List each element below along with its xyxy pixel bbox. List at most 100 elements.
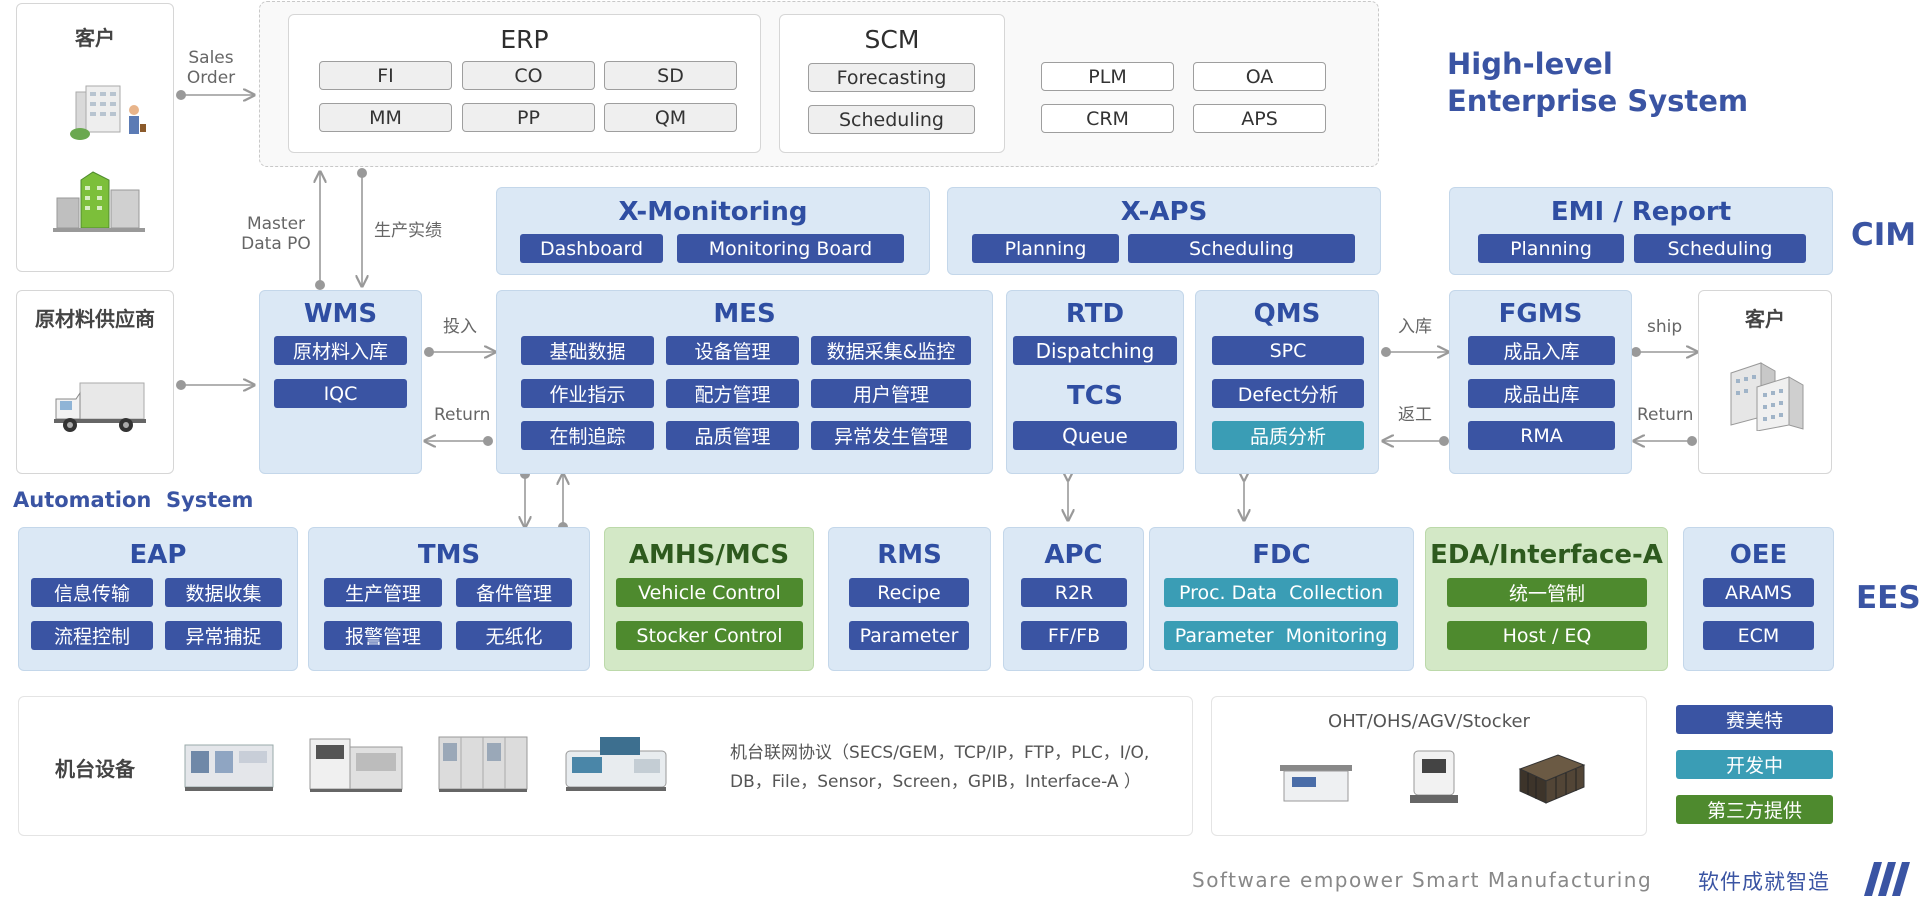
- office-building-icon: [70, 85, 146, 140]
- apc-title: APC: [1044, 540, 1103, 570]
- scm-title: SCM: [864, 25, 920, 54]
- x-monitoring-dashboard[interactable]: Dashboard: [520, 234, 663, 263]
- mes-equipment-mgmt[interactable]: 设备管理: [666, 336, 799, 365]
- wms-title: WMS: [303, 299, 378, 329]
- erp-module-sd[interactable]: SD: [604, 61, 737, 90]
- rtd-dispatching[interactable]: Dispatching: [1013, 336, 1177, 365]
- wms-box: WMS 原材料入库 IQC: [259, 290, 422, 474]
- eda-host-eq[interactable]: Host / EQ: [1447, 621, 1647, 650]
- amhs-stocker-control[interactable]: Stocker Control: [616, 621, 803, 650]
- automation-system-label: Automation System: [13, 488, 254, 512]
- mes-basic-data[interactable]: 基础数据: [521, 336, 654, 365]
- erp-module-fi[interactable]: FI: [319, 61, 452, 90]
- machine-4-icon: [565, 737, 667, 791]
- tms-box: TMS 生产管理 备件管理 报警管理 无纸化: [308, 527, 590, 671]
- scm-forecasting[interactable]: Forecasting: [808, 63, 975, 92]
- tms-alarm-mgmt[interactable]: 报警管理: [324, 621, 442, 650]
- erp-box: ERP FI CO SD MM PP QM: [288, 14, 761, 153]
- wms-iqc[interactable]: IQC: [274, 379, 407, 408]
- aps-box[interactable]: APS: [1193, 104, 1326, 133]
- crm-box[interactable]: CRM: [1041, 104, 1174, 133]
- oht-icon: [1280, 765, 1352, 802]
- x-monitoring-title: X-Monitoring: [618, 197, 808, 227]
- qms-spc[interactable]: SPC: [1212, 336, 1364, 365]
- transport-box: OHT/OHS/AGV/Stocker: [1211, 696, 1647, 836]
- qms-defect-analysis[interactable]: Defect分析: [1212, 379, 1364, 408]
- equipment-title: 机台设备: [55, 757, 135, 781]
- qms-quality-analysis[interactable]: 品质分析: [1212, 421, 1364, 450]
- emi-report-box: EMI / Report Planning Scheduling: [1449, 187, 1833, 275]
- rework-label: 返工: [1398, 405, 1432, 425]
- high-level-title-line2: Enterprise System: [1447, 84, 1749, 118]
- tms-spare-parts-mgmt[interactable]: 备件管理: [456, 578, 572, 607]
- protocol-text: 机台联网协议（SECS/GEM，TCP/IP，FTP，PLC，I/O, DB，F…: [730, 739, 1149, 797]
- emi-report-title: EMI / Report: [1550, 197, 1732, 227]
- eap-info-transfer[interactable]: 信息传输: [31, 578, 153, 607]
- qms-title: QMS: [1253, 299, 1321, 329]
- erp-module-pp[interactable]: PP: [462, 103, 595, 132]
- return-right-label: Return: [1637, 405, 1694, 425]
- eap-exception-capture[interactable]: 异常捕捉: [165, 621, 282, 650]
- ees-label: EES: [1856, 580, 1921, 616]
- wms-raw-material-in[interactable]: 原材料入库: [274, 336, 407, 365]
- mes-user-mgmt[interactable]: 用户管理: [811, 379, 971, 408]
- apc-box: APC R2R FF/FB: [1003, 527, 1144, 671]
- emi-planning[interactable]: Planning: [1478, 234, 1624, 263]
- oee-box: OEE ARAMS ECM: [1683, 527, 1834, 671]
- amhs-mcs-title: AMHS/MCS: [628, 540, 790, 570]
- customer-right-title: 客户: [1745, 307, 1785, 331]
- fgms-title: FGMS: [1498, 299, 1583, 329]
- fdc-proc-data-collection[interactable]: Proc. Data Collection: [1164, 578, 1398, 607]
- eda-unified-control[interactable]: 统一管制: [1447, 578, 1647, 607]
- fgms-rma[interactable]: RMA: [1468, 421, 1615, 450]
- warehouse-in-label: 入库: [1398, 317, 1432, 337]
- fgms-box: FGMS 成品入库 成品出库 RMA: [1449, 290, 1632, 474]
- apc-ff-fb[interactable]: FF/FB: [1021, 621, 1127, 650]
- apc-r2r[interactable]: R2R: [1021, 578, 1127, 607]
- mes-data-collection[interactable]: 数据采集&监控: [811, 336, 971, 365]
- eap-flow-control[interactable]: 流程控制: [31, 621, 153, 650]
- oee-arams[interactable]: ARAMS: [1703, 578, 1814, 607]
- erp-module-mm[interactable]: MM: [319, 103, 452, 132]
- rms-box: RMS Recipe Parameter: [828, 527, 991, 671]
- tcs-title: TCS: [1066, 381, 1124, 411]
- mes-exception-mgmt[interactable]: 异常发生管理: [811, 421, 971, 450]
- amhs-vehicle-control[interactable]: Vehicle Control: [616, 578, 803, 607]
- master-data-po-label-line2: Data PO: [241, 234, 311, 254]
- fdc-parameter-monitoring[interactable]: Parameter Monitoring: [1164, 621, 1398, 650]
- x-aps-planning[interactable]: Planning: [972, 234, 1119, 263]
- erp-module-qm[interactable]: QM: [604, 103, 737, 132]
- eda-interface-a-box: EDA/Interface-A 统一管制 Host / EQ: [1425, 527, 1668, 671]
- eda-interface-a-title: EDA/Interface-A: [1430, 540, 1663, 570]
- mes-recipe-mgmt[interactable]: 配方管理: [666, 379, 799, 408]
- scm-scheduling[interactable]: Scheduling: [808, 105, 975, 134]
- x-monitoring-box: X-Monitoring Dashboard Monitoring Board: [496, 187, 930, 275]
- footer-slogan-cn: 软件成就智造: [1698, 870, 1830, 894]
- emi-scheduling[interactable]: Scheduling: [1634, 234, 1806, 263]
- x-monitoring-monitoring-board[interactable]: Monitoring Board: [677, 234, 904, 263]
- oee-ecm[interactable]: ECM: [1703, 621, 1814, 650]
- mes-box: MES 基础数据 设备管理 数据采集&监控 作业指示 配方管理 用户管理 在制追…: [496, 290, 993, 474]
- rms-title: RMS: [877, 540, 942, 570]
- tms-paperless[interactable]: 无纸化: [456, 621, 572, 650]
- x-aps-scheduling[interactable]: Scheduling: [1128, 234, 1355, 263]
- rms-parameter[interactable]: Parameter: [849, 621, 969, 650]
- eap-data-collection[interactable]: 数据收集: [165, 578, 282, 607]
- green-building-icon: [53, 171, 145, 232]
- plm-box[interactable]: PLM: [1041, 62, 1174, 91]
- tms-production-mgmt[interactable]: 生产管理: [324, 578, 442, 607]
- tcs-queue[interactable]: Queue: [1013, 421, 1177, 450]
- oa-box[interactable]: OA: [1193, 62, 1326, 91]
- mes-wip-tracking[interactable]: 在制追踪: [521, 421, 654, 450]
- mes-work-instruction[interactable]: 作业指示: [521, 379, 654, 408]
- sales-order-label: Sales Order: [180, 48, 242, 88]
- erp-title: ERP: [500, 25, 549, 54]
- erp-module-co[interactable]: CO: [462, 61, 595, 90]
- equipment-box: 机台设备 机台联网协议（SECS/GEM，TCP/IP，FTP，PLC，I/O,…: [18, 696, 1193, 836]
- mes-quality-mgmt[interactable]: 品质管理: [666, 421, 799, 450]
- rms-recipe[interactable]: Recipe: [849, 578, 969, 607]
- fgms-finished-in[interactable]: 成品入库: [1468, 336, 1615, 365]
- sales-order-label-line2: Order: [186, 68, 236, 88]
- fgms-finished-out[interactable]: 成品出库: [1468, 379, 1615, 408]
